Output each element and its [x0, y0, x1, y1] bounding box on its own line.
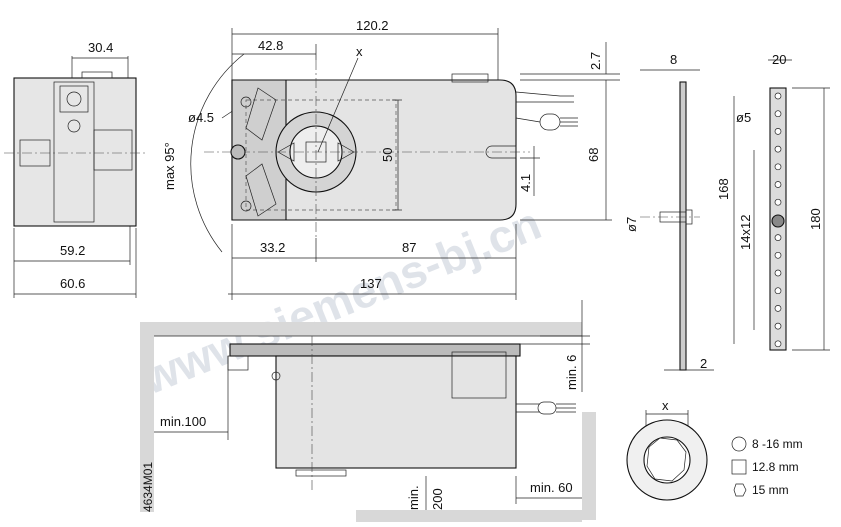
label-phi-4-5: ø4.5: [188, 110, 214, 125]
dim-8: 8: [670, 52, 677, 67]
label-x-top: x: [356, 44, 363, 59]
dim-60-6: 60.6: [60, 276, 85, 291]
square-icon: [731, 459, 747, 475]
dim-50: 50: [380, 148, 395, 162]
bracket-hole: [774, 163, 782, 171]
legend-circle-text: 8 -16 mm: [752, 437, 803, 451]
circle-icon: [731, 436, 747, 452]
label-phi-5: ø5: [736, 110, 751, 125]
legend-square-text: 12.8 mm: [752, 460, 799, 474]
bracket-hole: [774, 198, 782, 206]
dim-42-8: 42.8: [258, 38, 283, 53]
label-x-shaft: x: [662, 398, 669, 413]
dim-min-60: min. 60: [530, 480, 573, 495]
hexagon-icon: [733, 483, 747, 497]
bracket-hole: [774, 287, 782, 295]
bracket-edge-view: 8 ø7 2: [624, 52, 714, 371]
bracket-hole: [774, 145, 782, 153]
bracket-hole: [774, 251, 782, 259]
dim-min-6: min. 6: [564, 355, 579, 390]
bracket-hole: [774, 181, 782, 188]
legend-hexagon-text: 15 mm: [752, 483, 789, 497]
dim-180: 180: [808, 208, 823, 230]
dim-20: 20: [772, 52, 786, 67]
clearance-view: min. 6 min.100 min. 200 min. 60 4634M01: [140, 300, 596, 522]
bracket-front-view: 20 ø5 168 14x12 180: [716, 52, 830, 351]
dim-87: 87: [402, 240, 416, 255]
bracket-hole: [774, 322, 782, 330]
dim-4-1: 4.1: [518, 174, 533, 192]
bracket-hole: [774, 305, 782, 312]
dim-30-4: 30.4: [88, 40, 113, 55]
dim-168: 168: [716, 178, 731, 200]
shaft-size-legend: 8 -16 mm 12.8 mm 15 mm: [731, 436, 803, 497]
dim-min-200-value: 200: [430, 488, 445, 510]
bracket-hole: [774, 269, 782, 277]
dim-min-200-label: min.: [406, 485, 421, 510]
dim-68: 68: [586, 148, 601, 162]
bracket-hole: [774, 92, 782, 100]
bracket-hole: [774, 110, 782, 118]
shaft-detail: x: [626, 398, 708, 501]
bracket-hole: [774, 340, 782, 348]
dim-59-2: 59.2: [60, 243, 85, 258]
bracket-hole: [774, 234, 782, 241]
top-view: max 95° ø4.5 x: [162, 18, 620, 300]
dim-min-100: min.100: [160, 414, 206, 429]
label-max-95: max 95°: [162, 142, 177, 190]
dim-120-2: 120.2: [356, 18, 389, 33]
dim-137: 137: [360, 276, 382, 291]
side-view: 30.4 59.2 60.6: [4, 40, 146, 298]
dim-33-2: 33.2: [260, 240, 285, 255]
dim-2-7: 2.7: [588, 52, 603, 70]
dim-2: 2: [700, 356, 707, 371]
dim-14x12: 14x12: [738, 215, 753, 250]
drawing-code: 4634M01: [141, 462, 155, 512]
bracket-hole: [774, 128, 782, 135]
label-phi-7: ø7: [624, 217, 639, 232]
